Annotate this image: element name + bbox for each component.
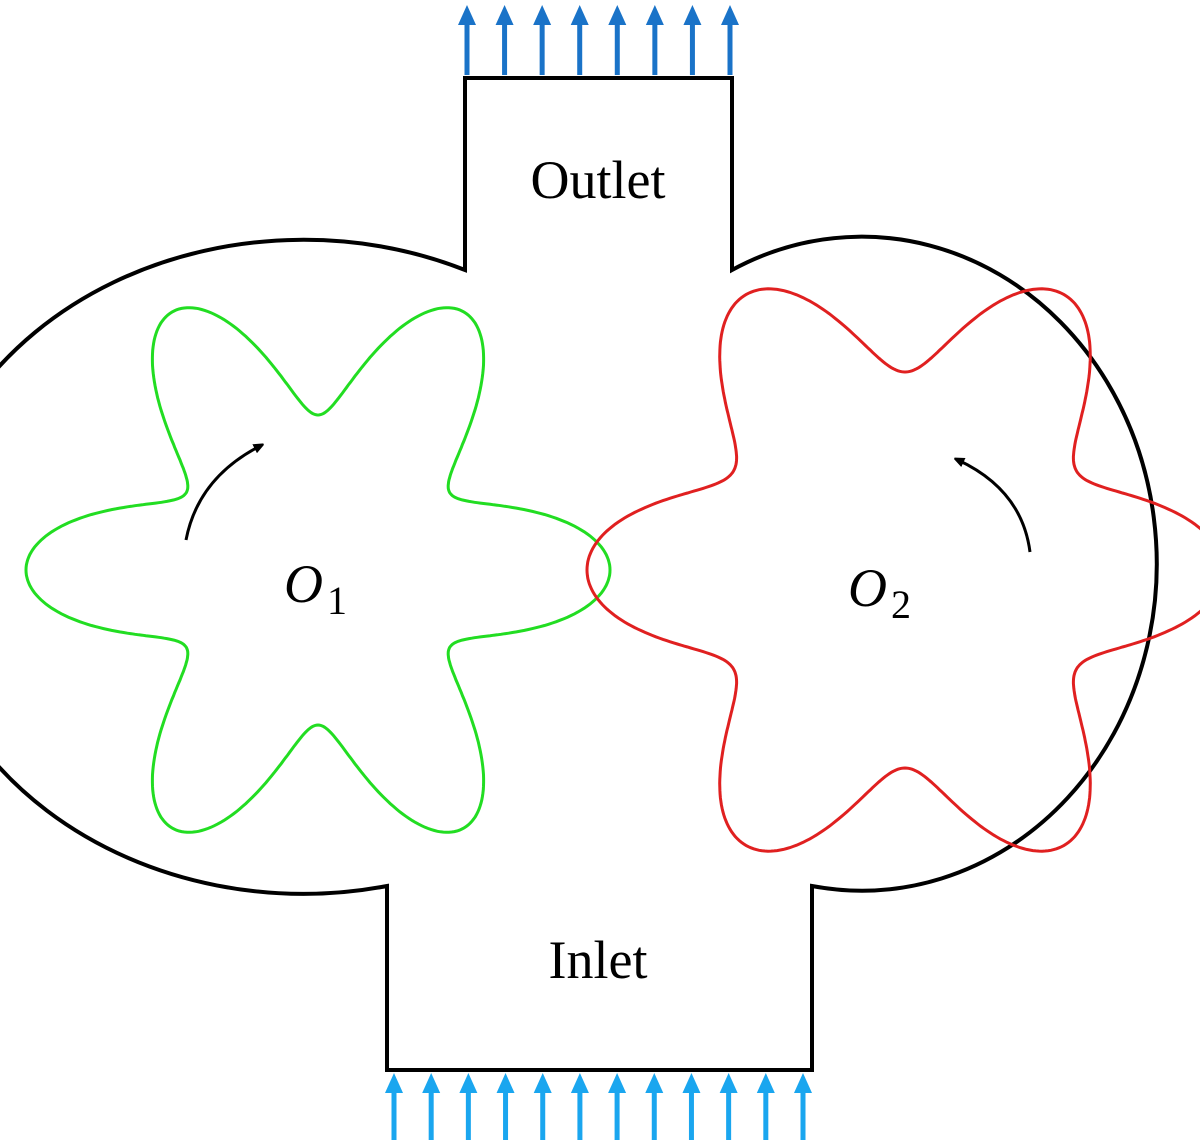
rotor-1-rotation-arrow <box>184 446 260 541</box>
inlet-flow-arrow-head <box>794 1073 812 1093</box>
outlet-flow-arrow-head <box>570 5 589 25</box>
inlet-flow-arrows <box>385 1073 812 1140</box>
inlet-flow-arrow-head <box>459 1073 478 1093</box>
rotor-1-label-base: O <box>284 554 323 614</box>
inlet-flow-arrow-head <box>422 1073 441 1093</box>
rotor-1-label-subscript: 1 <box>327 578 347 623</box>
inlet-flow-arrow-head <box>682 1073 701 1093</box>
rotor-2-gear <box>585 287 1200 853</box>
rotor-1-gear <box>24 306 612 834</box>
outlet-flow-arrow-head <box>533 5 552 25</box>
rotor-2-label-subscript: 2 <box>891 582 911 627</box>
pump-casing <box>0 76 1159 1072</box>
inlet-flow-arrow-head <box>385 1073 403 1093</box>
inlet-flow-arrow-head <box>496 1073 515 1093</box>
outlet-flow-arrow-head <box>721 5 739 25</box>
inlet-flow-arrow-head <box>533 1073 552 1093</box>
inlet-flow-arrow-head <box>719 1073 738 1093</box>
outlet-flow-arrow-head <box>608 5 627 25</box>
outlet-flow-arrow-head <box>645 5 664 25</box>
rotor-2-label-base: O <box>848 558 887 618</box>
outlet-flow-arrow-head <box>495 5 514 25</box>
outlet-flow-arrow-head <box>683 5 702 25</box>
rotor-2-rotation-arrow <box>958 460 1032 553</box>
inlet-flow-arrow-head <box>756 1073 775 1093</box>
inlet-flow-arrow-head <box>608 1073 627 1093</box>
outlet-label: Outlet <box>531 150 666 210</box>
inlet-flow-arrow-head <box>645 1073 664 1093</box>
inlet-flow-arrow-head <box>570 1073 589 1093</box>
inlet-label: Inlet <box>549 930 648 990</box>
outlet-flow-arrows <box>458 5 739 75</box>
outlet-flow-arrow-head <box>458 5 476 25</box>
